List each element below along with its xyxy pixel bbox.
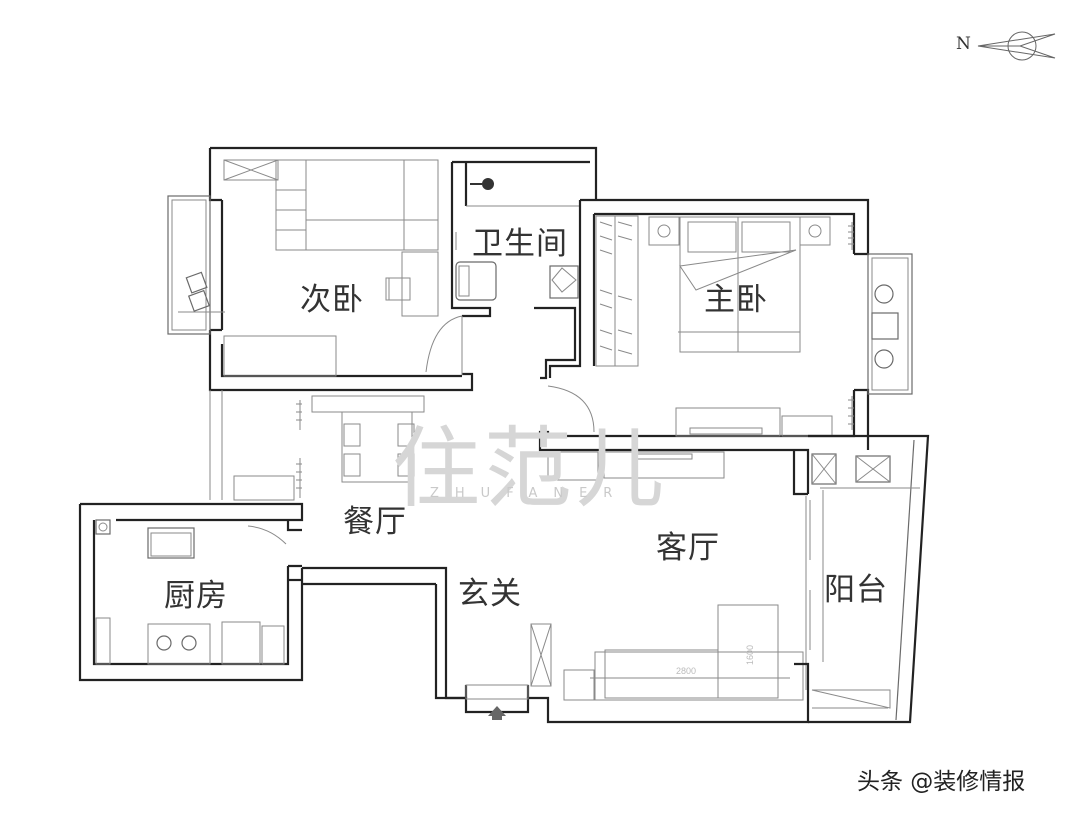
room-label-second-bedroom: 次卧: [300, 282, 364, 318]
watermark-logo: 住范儿: [392, 417, 669, 520]
room-label-kitchen: 厨房: [164, 578, 228, 614]
north-label: N: [956, 34, 971, 54]
room-label-balcony: 阳台: [824, 572, 888, 608]
master-bedroom-walls: [538, 198, 913, 494]
room-label-entrance: 玄关: [458, 576, 522, 612]
source-credit: 头条 @装修情报: [857, 769, 1026, 795]
room-label-master-bedroom: 主卧: [704, 282, 768, 318]
kitchen-walls: [78, 502, 466, 700]
room-label-living-room: 客厅: [656, 530, 720, 566]
watermark-text: ZHUFANER: [430, 486, 629, 501]
bathroom-walls: [425, 160, 590, 380]
sofa-length-dimension: 2800: [676, 666, 697, 676]
dining-area: [209, 385, 595, 501]
room-label-bathroom: 卫生间: [472, 226, 568, 262]
second-bedroom-walls: [167, 146, 598, 392]
sofa-depth-dimension: 1600: [745, 644, 756, 666]
room-label-dining-room: 餐厅: [343, 504, 407, 540]
north-arrow-icon: [977, 31, 1056, 61]
entrance-living-walls: [288, 450, 811, 724]
balcony-walls: [808, 434, 930, 724]
